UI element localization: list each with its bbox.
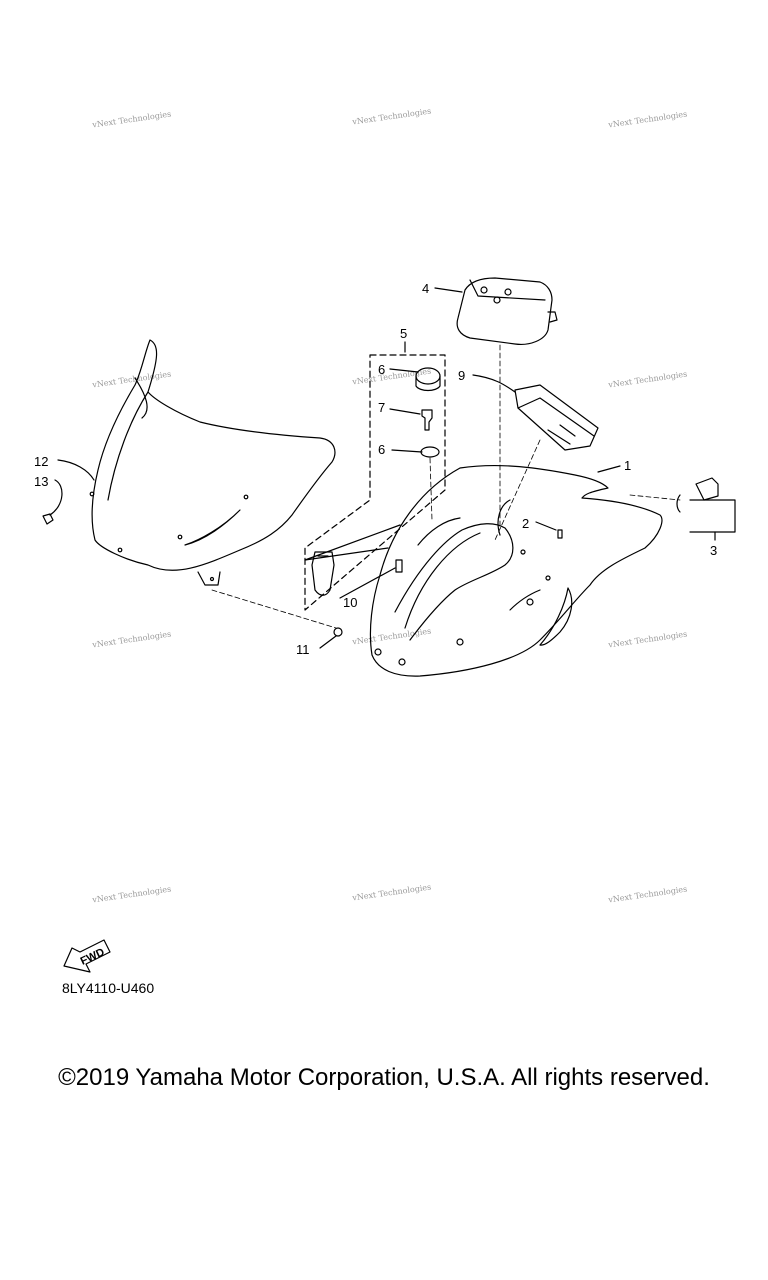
callout-7: 7 — [378, 400, 385, 415]
nut-part — [333, 627, 343, 637]
copyright-notice: ©2019 Yamaha Motor Corporation, U.S.A. A… — [58, 1064, 710, 1091]
key-set-dashed-box — [304, 354, 446, 611]
meter-cover-part — [456, 277, 553, 345]
ignition-switch-part — [311, 551, 335, 596]
callout-6-lower: 6 — [378, 442, 385, 457]
upper-cowling-part — [369, 464, 663, 677]
key-part — [421, 409, 433, 431]
meter-unit-part — [514, 384, 599, 451]
callout-10: 10 — [343, 595, 357, 610]
callout-12: 12 — [34, 454, 48, 469]
callout-3: 3 — [710, 543, 717, 558]
bracket-line-3 — [689, 499, 736, 533]
fwd-label: FWD — [79, 946, 107, 967]
screw-10-part — [395, 559, 403, 573]
callout-1: 1 — [624, 458, 631, 473]
windshield-part — [91, 339, 336, 571]
bolt-part — [695, 477, 719, 501]
diagram-code: 8LY4110-U460 — [62, 980, 155, 996]
callout-9: 9 — [458, 368, 465, 383]
callout-2: 2 — [522, 516, 529, 531]
washer-part — [420, 446, 440, 458]
grommet-part — [557, 529, 563, 539]
screw-part — [42, 513, 54, 525]
callout-4: 4 — [422, 281, 429, 296]
callout-13: 13 — [34, 474, 48, 489]
callout-6-upper: 6 — [378, 362, 385, 377]
callout-11: 11 — [296, 642, 310, 657]
lock-cylinder-part — [415, 367, 441, 385]
fwd-arrow-icon — [63, 939, 111, 973]
callout-5: 5 — [400, 326, 407, 341]
